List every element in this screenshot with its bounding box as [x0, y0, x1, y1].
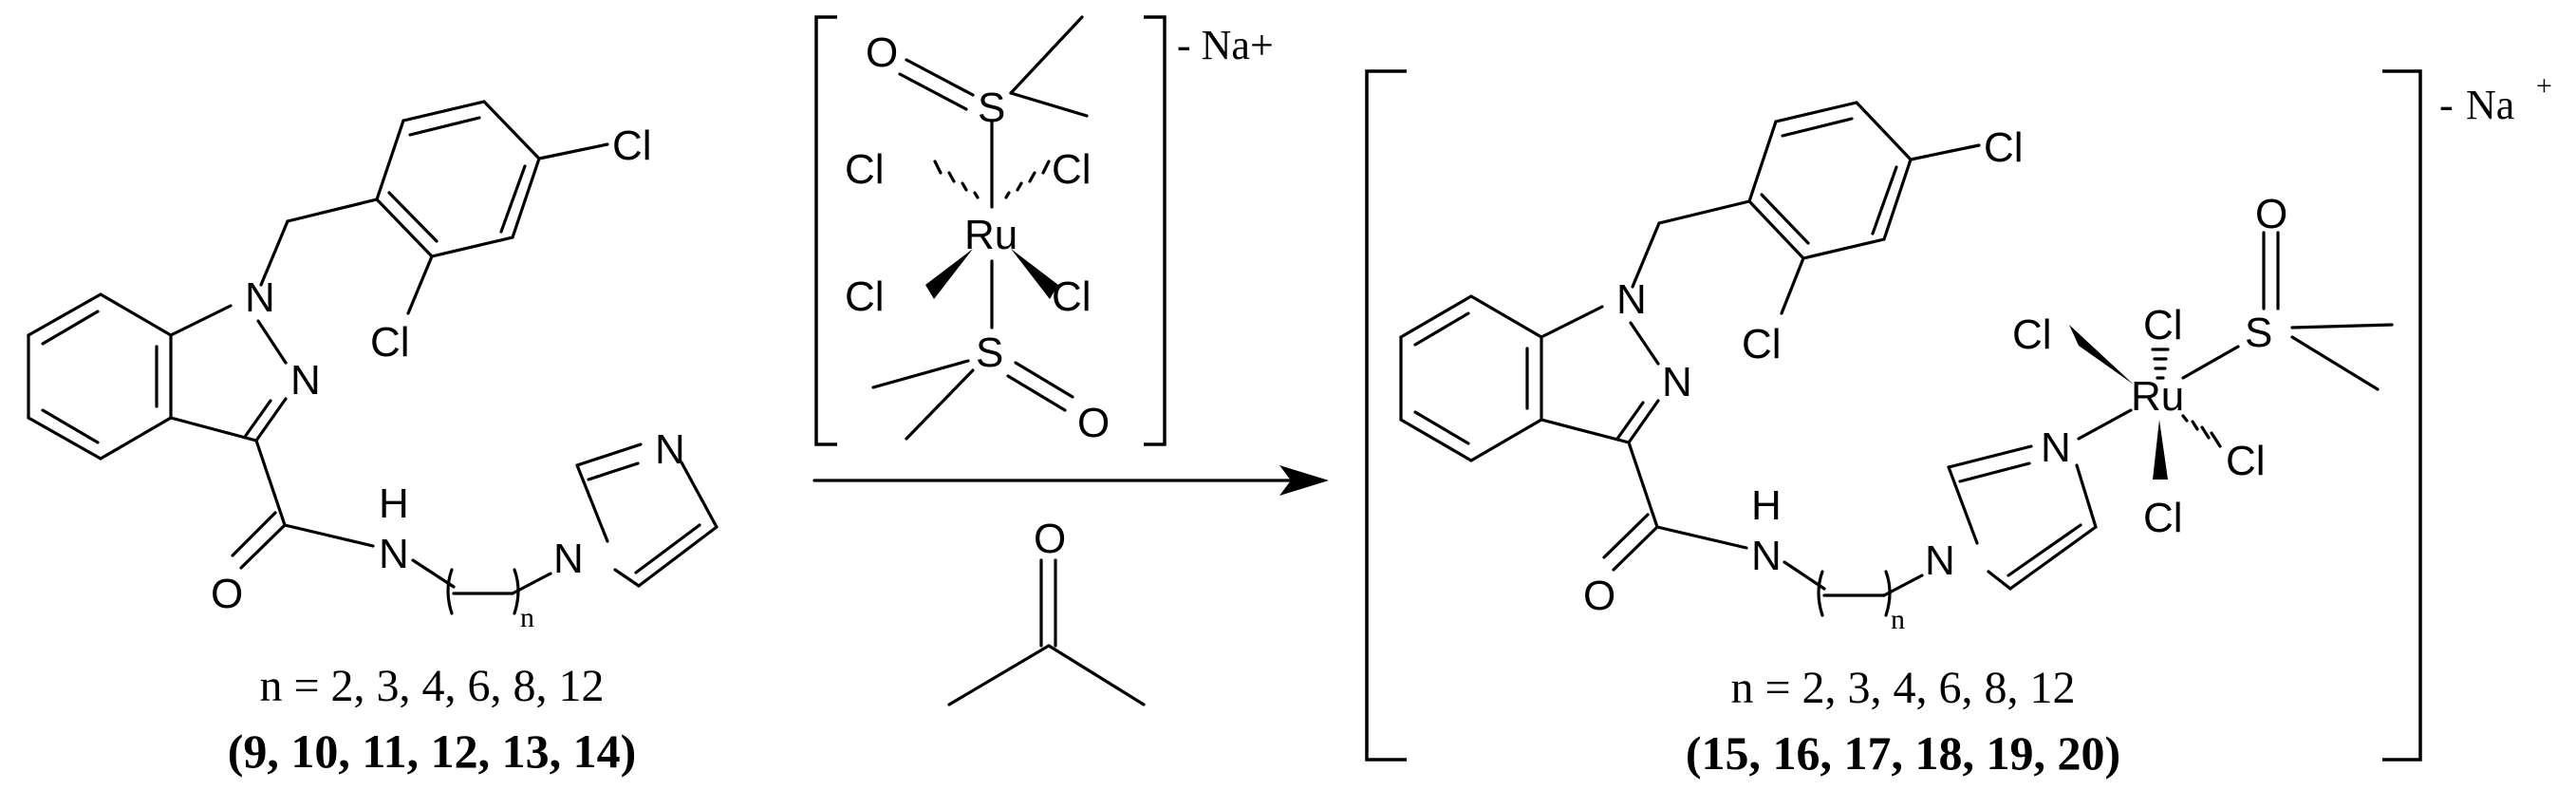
product-n-subscript: n — [1891, 604, 1905, 635]
product-imidazole-ring — [1947, 444, 2098, 591]
indazole-benzene-ring — [27, 292, 173, 461]
product-ru-cl-right-label: Cl — [2226, 438, 2266, 484]
product-ru-cl-left-label: Cl — [2012, 311, 2052, 358]
product-nh-n-label: N — [1751, 533, 1782, 579]
product-right-bracket — [2382, 69, 2422, 762]
reagent-right-bracket — [1144, 15, 1167, 446]
product-ru-hashed-bond-right — [2181, 414, 2222, 448]
dichlorophenyl-ring — [375, 100, 541, 258]
product-ru-cl-bottom-label: Cl — [2143, 495, 2183, 541]
reaction-arrow — [812, 465, 1329, 496]
product-imidazole-n1-label: N — [1925, 537, 1955, 584]
reagent-hashed-bond-ur — [1004, 160, 1051, 199]
reagent-o-bottom-label: O — [1077, 400, 1110, 446]
imidazole-ring — [575, 442, 719, 588]
product-o-label: O — [1583, 573, 1615, 619]
reagent-cl-ur-label: Cl — [1052, 146, 1092, 193]
product-nh-h-label: H — [1751, 482, 1782, 529]
product-dichlorophenyl-ring — [1747, 101, 1913, 260]
product-cl-ortho-label: Cl — [1742, 321, 1782, 367]
acetone-o-label: O — [1034, 516, 1066, 562]
product-ru-wedge-bottom — [2153, 420, 2168, 480]
reactant-imidazole-n3-label: N — [655, 426, 685, 473]
ruthenium-precursor: O S Cl Cl Ru Cl Cl S O - Na+ — [814, 15, 1274, 446]
product-left-bracket — [1365, 69, 1407, 762]
reactant-structure: N N Cl Cl O H N n N N — [27, 100, 719, 633]
reactant-compound-numbers: (9, 10, 11, 12, 13, 14) — [228, 724, 637, 778]
reactant-n1-label: N — [245, 274, 275, 321]
product-ru-wedge-left — [2069, 325, 2134, 385]
reagent-cl-ul-label: Cl — [845, 146, 885, 193]
reactant-nh-n-label: N — [379, 531, 409, 577]
reactant-o-label: O — [211, 571, 243, 617]
product-s-label: S — [2245, 310, 2272, 356]
reactant-cl-para-label: Cl — [612, 122, 652, 169]
reagent-ru-label: Ru — [964, 212, 1017, 258]
reagent-hashed-bond-ul — [933, 160, 980, 199]
product-n-values: n = 2, 3, 4, 6, 8, 12 — [1730, 663, 2075, 713]
reagent-wedge-ll — [925, 249, 973, 299]
product-s-oxygen-label: O — [2255, 191, 2287, 237]
reactant-nh-h-label: H — [379, 480, 409, 527]
reagent-charge-label: - Na+ — [1177, 22, 1274, 68]
reagent-cl-lr-label: Cl — [1052, 273, 1092, 320]
product-charge-plus: + — [2536, 70, 2552, 102]
reagent-cl-ll-label: Cl — [845, 273, 885, 320]
product-charge-ion: Na — [2466, 82, 2514, 128]
product-indazole-benzene-ring — [1399, 294, 1543, 462]
reagent-left-bracket — [814, 15, 837, 446]
product-n1-label: N — [1616, 276, 1647, 323]
product-ru-hashed-bond-top — [2151, 348, 2170, 380]
product-ru-cl-top-label: Cl — [2143, 302, 2183, 348]
reagent-wedge-lr — [1011, 249, 1058, 299]
reagent-s-bottom-label: S — [976, 329, 1003, 376]
reactant-n2-label: N — [290, 357, 321, 404]
reagent-o-top-label: O — [866, 29, 898, 76]
product-structure: N N Cl Cl O H N n N N Ru Cl Cl Cl Cl S O… — [1365, 69, 2552, 762]
product-ru-label: Ru — [2131, 373, 2184, 420]
reactant-imidazole-n1-label: N — [553, 536, 584, 582]
acetone-solvent: O — [947, 516, 1146, 706]
product-charge-sign: - — [2439, 82, 2454, 128]
product-n2-label: N — [1662, 359, 1692, 405]
product-imidazole-n3-label: N — [2041, 424, 2071, 471]
product-indazole-pyrazole-ring — [1540, 305, 1660, 444]
indazole-pyrazole-ring — [169, 304, 288, 442]
reactant-n-values: n = 2, 3, 4, 6, 8, 12 — [259, 661, 604, 711]
reagent-s-top-label: S — [978, 85, 1005, 131]
reactant-cl-ortho-label: Cl — [370, 319, 410, 366]
product-compound-numbers: (15, 16, 17, 18, 19, 20) — [1686, 726, 2120, 780]
reactant-n-subscript: n — [520, 602, 534, 633]
product-cl-para-label: Cl — [1984, 124, 2024, 171]
